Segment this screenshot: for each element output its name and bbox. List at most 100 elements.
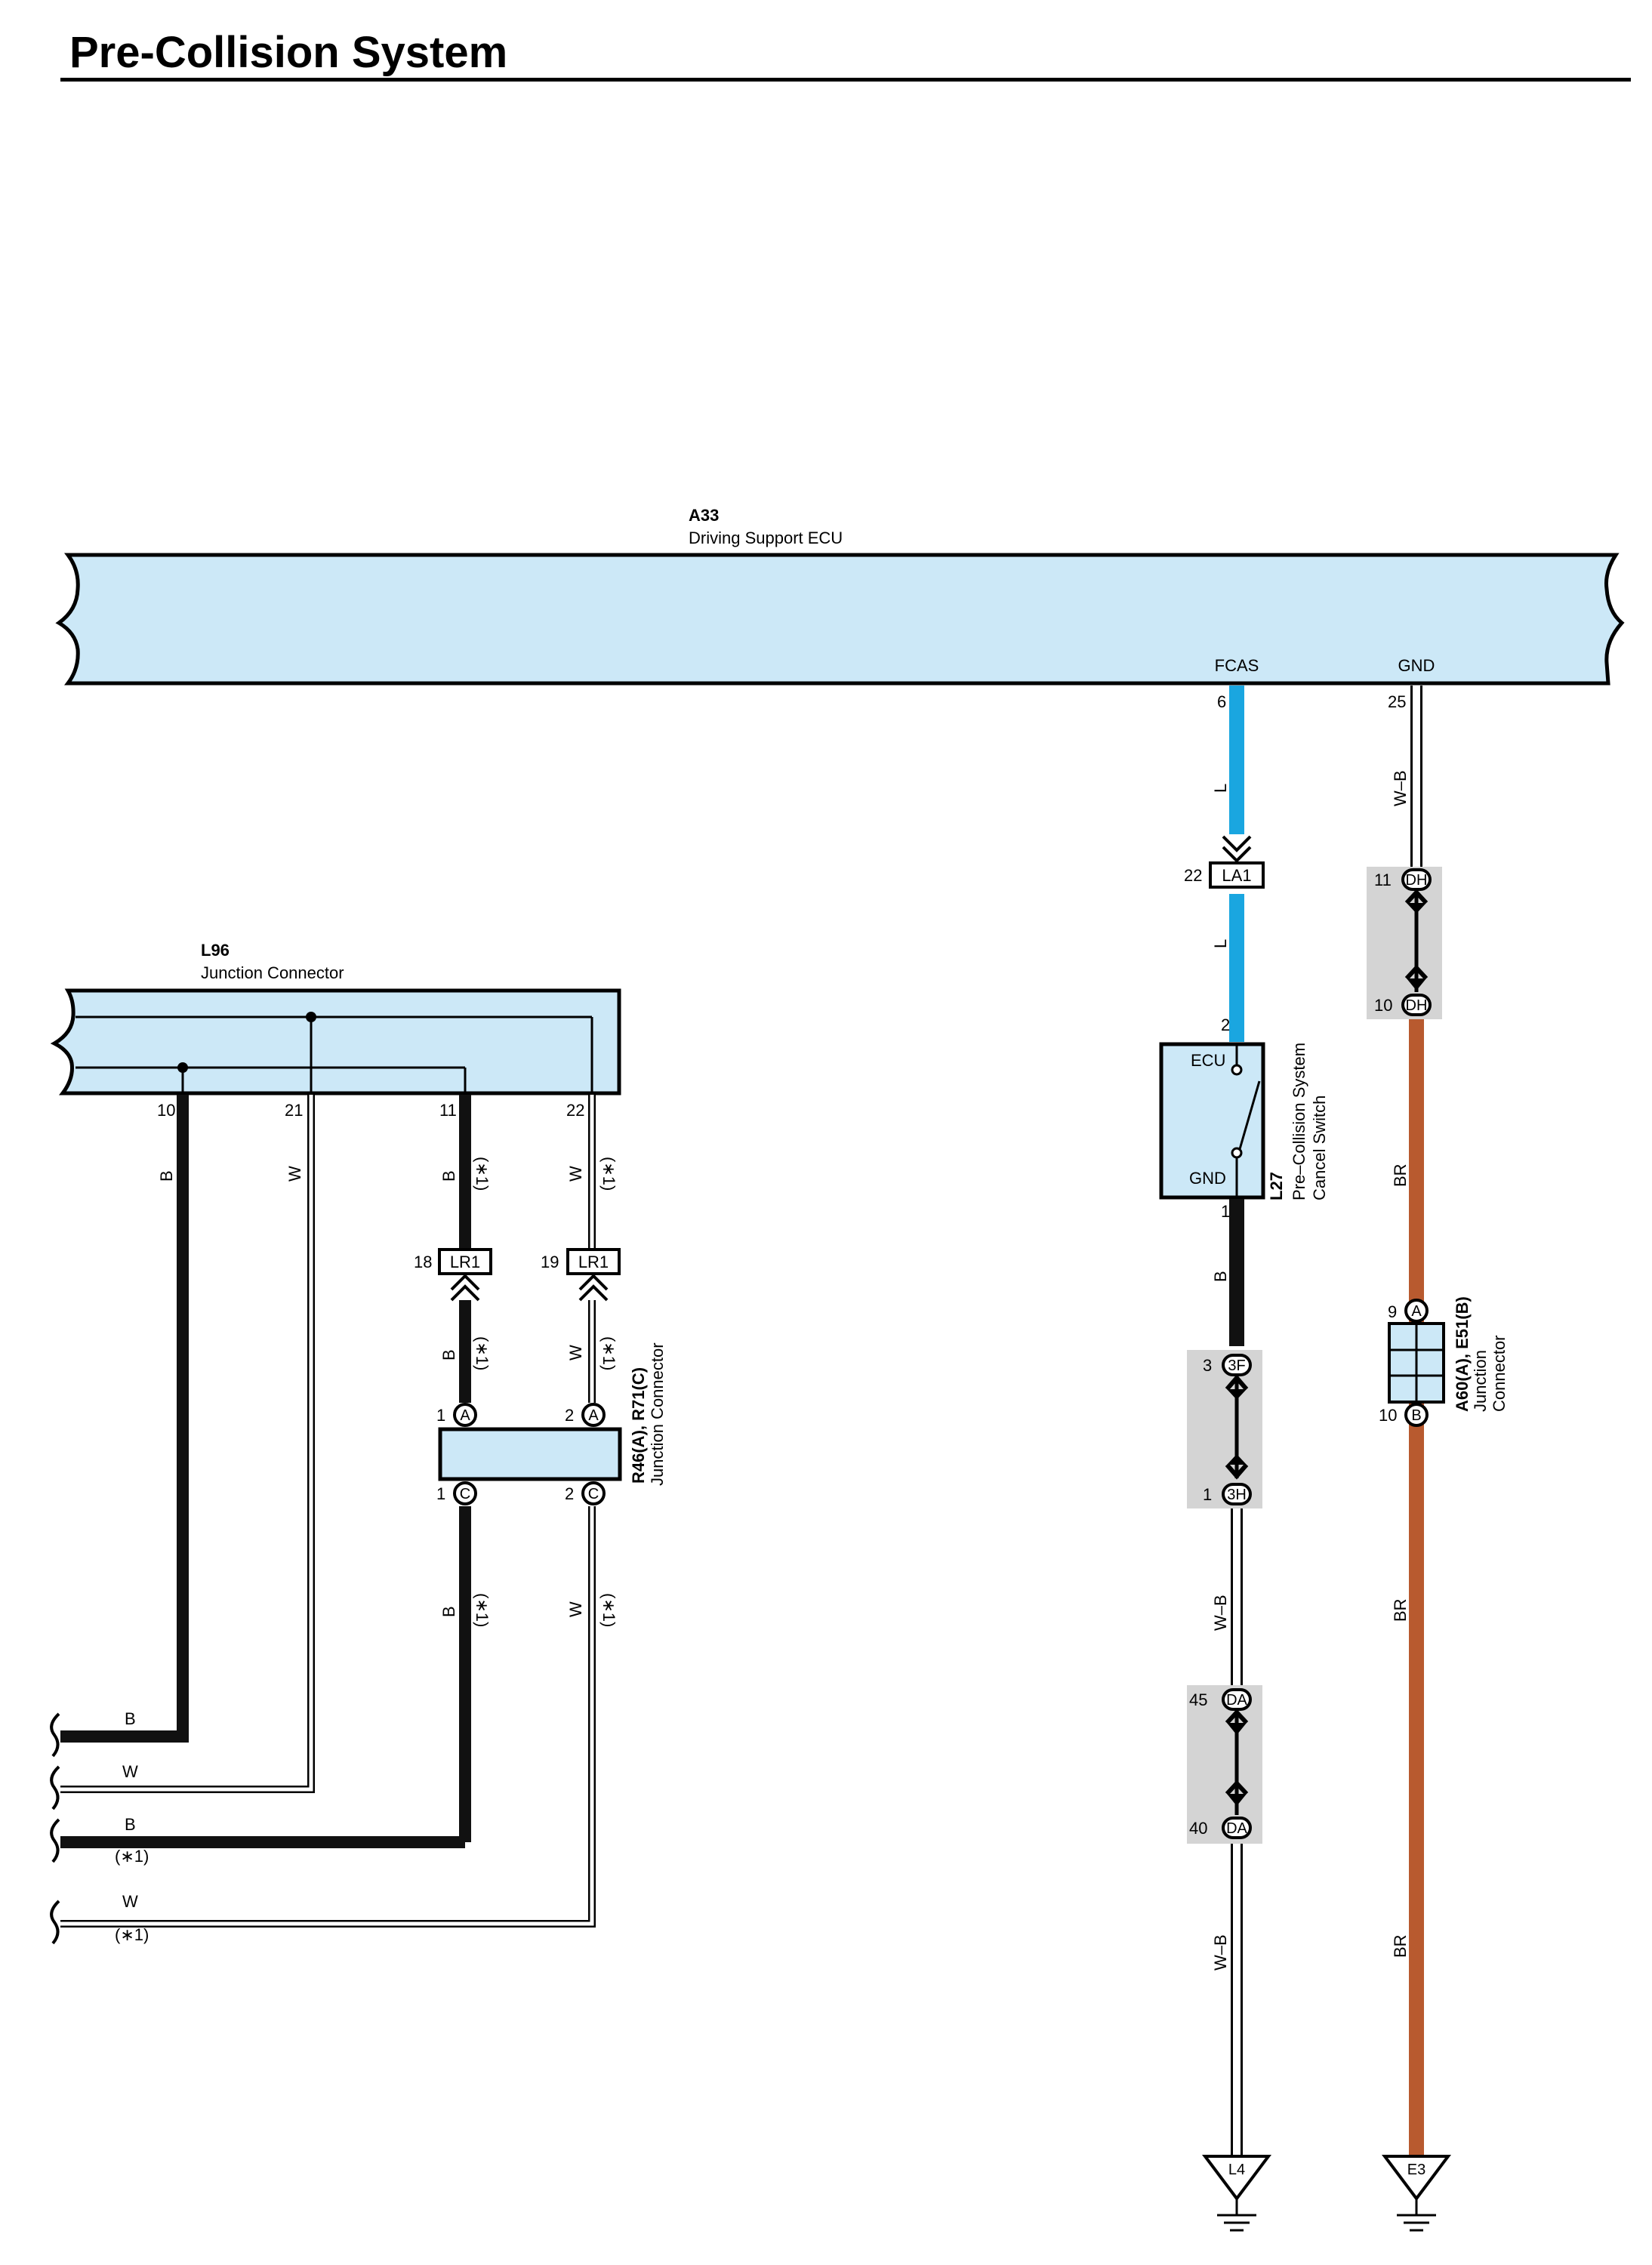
wire-b-label-switch: B <box>1211 1271 1230 1282</box>
r46-pin-2c: 2 <box>565 1484 574 1503</box>
wire-w-label-r46: W <box>566 1601 585 1617</box>
lr1-pin-19: 19 <box>541 1253 559 1271</box>
wire-wb-label-gnd: W–B <box>1391 770 1410 806</box>
la1-pin: 22 <box>1184 866 1202 885</box>
wire-wb-label-1: W–B <box>1211 1595 1230 1631</box>
ecu-a33: A33 Driving Support ECU FCAS GND 6 25 <box>55 506 1625 711</box>
ecu-name: Driving Support ECU <box>689 528 843 547</box>
wire-note-r46-b: (∗1) <box>473 1593 492 1627</box>
wire-w-left-1: W <box>122 1762 138 1781</box>
wire-w-label-22: W <box>566 1166 585 1182</box>
junction-3f-pin: 3 <box>1203 1356 1212 1375</box>
junction-a60-e51: A 9 B 10 A60(A), E51(B) Junction Connect… <box>1379 1296 1509 1427</box>
la1-connector <box>1209 861 1265 889</box>
junction-dh-pin-top: 11 <box>1374 871 1392 889</box>
junction-da-pin-bot: 40 <box>1189 1819 1207 1838</box>
junction-3f-3h: 3F 3 3H 1 <box>1187 1350 1262 1508</box>
r46-pin-1c: 1 <box>436 1484 445 1503</box>
la1-code: LA1 <box>1222 866 1251 885</box>
wire-b-label-11: B <box>439 1170 458 1182</box>
wire-b-label-10: B <box>157 1170 176 1182</box>
l96-name: Junction Connector <box>201 963 344 982</box>
l27-name-2: Cancel Switch <box>1310 1096 1329 1200</box>
junction-3f-code: 3F <box>1228 1357 1245 1374</box>
r46-a-right: A <box>588 1407 599 1424</box>
lr1-pin-18: 18 <box>414 1253 432 1271</box>
wire-wb-mid: W–B <box>1211 1508 1243 1685</box>
a60-name-2: Connector <box>1490 1335 1509 1412</box>
a60-a-label: A <box>1411 1303 1422 1320</box>
ground-l4: L4 <box>1202 2155 1271 2232</box>
wire-note-11: (∗1) <box>473 1157 492 1191</box>
title-rule <box>60 78 1631 82</box>
r46-name: Junction Connector <box>648 1342 667 1486</box>
lr1-code-b: LR1 <box>450 1253 480 1271</box>
wire-b-left-2: B <box>125 1815 136 1834</box>
wire-w-left-2: W <box>122 1892 138 1911</box>
ground-l4-code: L4 <box>1228 2162 1245 2178</box>
wire-l-label-2: L <box>1211 939 1230 948</box>
junction-r46-r71: A A C C 1 2 1 2 R46(A), R71(C) Junction … <box>436 1342 667 1505</box>
l27-pin-bot: 1 <box>1221 1202 1230 1221</box>
wire-l96-21: W W <box>60 1095 315 1793</box>
ecu-pin-fcas-no: 6 <box>1217 692 1226 711</box>
wire-note-lr1-b: (∗1) <box>473 1336 492 1370</box>
wire-note-left-b: (∗1) <box>115 1847 149 1866</box>
junction-da-pin-top: 45 <box>1189 1690 1207 1709</box>
lr1-connector-w <box>566 1248 621 1275</box>
ecu-pin-gnd-no: 25 <box>1388 692 1406 711</box>
wire-wb-label-2: W–B <box>1211 1934 1230 1971</box>
junction-l96: L96 Junction Connector 10 21 11 22 <box>50 941 621 1120</box>
a60-pin-bot: 10 <box>1379 1406 1397 1425</box>
junction-dh-code-bot: DH <box>1406 997 1428 1014</box>
ecu-pin-fcas: FCAS <box>1215 656 1259 675</box>
wire-wb-bottom: W–B <box>1211 1844 1243 2159</box>
r46-c-left: C <box>460 1486 470 1502</box>
l96-pin-10: 10 <box>157 1101 175 1120</box>
l27-code: L27 <box>1267 1172 1286 1200</box>
wire-l96-22: W (∗1) LR1 19 W (∗1) W (∗1) W (∗1) <box>60 1095 621 1944</box>
wire-note-left-w: (∗1) <box>115 1925 149 1944</box>
wire-br-label-1: BR <box>1391 1163 1410 1187</box>
junction-3h-pin: 1 <box>1203 1485 1212 1504</box>
r46-c-right: C <box>588 1486 599 1502</box>
wire-note-lr1-w: (∗1) <box>599 1336 618 1370</box>
l96-pin-11: 11 <box>439 1101 457 1120</box>
junction-da-code-top: DA <box>1226 1692 1247 1709</box>
l27-name-1: Pre–Collision System <box>1290 1043 1308 1200</box>
ground-e3-code: E3 <box>1407 2162 1425 2178</box>
wire-b-label-lr1: B <box>439 1349 458 1361</box>
wire-l96-10: B B <box>60 1095 189 1743</box>
r46-a-left: A <box>460 1407 470 1424</box>
r46-pin-2a: 2 <box>565 1406 574 1425</box>
wire-break-marks <box>50 1712 60 1945</box>
junction-dh: DH 11 DH 10 <box>1367 867 1442 1019</box>
lr1-code-w: LR1 <box>578 1253 609 1271</box>
l96-code: L96 <box>201 941 230 960</box>
junction-dh-pin-bot: 10 <box>1374 996 1392 1015</box>
r46-pin-1a: 1 <box>436 1406 445 1425</box>
a60-code: A60(A), E51(B) <box>1453 1296 1472 1412</box>
junction-da: DA 45 DA 40 <box>1187 1685 1262 1844</box>
wire-br-label-2: BR <box>1391 1598 1410 1622</box>
ecu-pin-gnd: GND <box>1398 656 1435 675</box>
a60-b-label: B <box>1411 1407 1421 1424</box>
wire-w-label-21: W <box>285 1166 304 1182</box>
switch-l27: 2 ECU GND L27 Pre–Collision System Cance… <box>1159 1015 1329 1221</box>
junction-da-code-bot: DA <box>1226 1820 1247 1837</box>
a60-pin-top: 9 <box>1388 1302 1397 1321</box>
wire-l96-11: B (∗1) LR1 18 B (∗1) B (∗1) B (∗1) <box>60 1095 492 1866</box>
wire-gnd-wb: W–B <box>1391 686 1422 867</box>
wire-note-r46-w: (∗1) <box>599 1593 618 1627</box>
wire-note-22: (∗1) <box>599 1157 618 1191</box>
wire-br-label-3: BR <box>1391 1934 1410 1958</box>
l27-gnd-label: GND <box>1189 1169 1226 1188</box>
lr1-connector-b <box>438 1248 492 1275</box>
wire-br: BR BR BR <box>1391 1019 1424 2159</box>
a60-name-1: Junction <box>1471 1350 1490 1412</box>
ecu-code: A33 <box>689 506 719 525</box>
l27-ecu-label: ECU <box>1191 1051 1225 1070</box>
l27-pin-top: 2 <box>1221 1015 1230 1034</box>
wire-fcas: L L LA1 22 <box>1184 686 1265 1042</box>
